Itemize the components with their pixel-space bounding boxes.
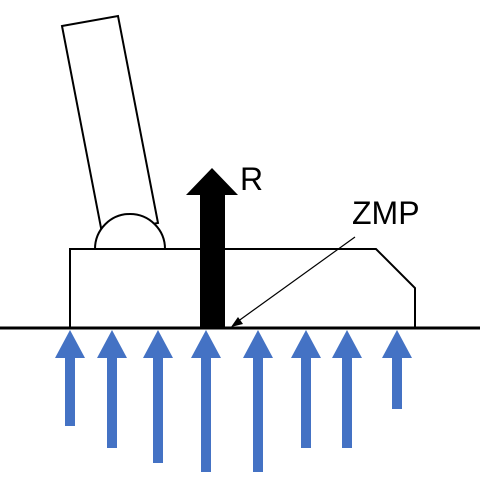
pressure-arrow (332, 330, 362, 448)
reaction-force-label: R (240, 161, 263, 197)
reaction-force-arrow (186, 168, 238, 328)
pressure-arrow (97, 330, 127, 448)
pressure-arrow (291, 330, 321, 448)
pressure-arrow (55, 330, 85, 426)
pressure-arrow (243, 330, 273, 472)
foot-sole (69, 248, 416, 329)
pressure-arrow (382, 330, 412, 409)
reaction-force-shaft (200, 193, 225, 328)
zmp-label: ZMP (352, 195, 420, 231)
leg-segment (60, 14, 160, 235)
pressure-arrow (143, 330, 173, 463)
ankle-joint (93, 213, 167, 250)
zmp-pointer-line (236, 236, 356, 323)
zmp-pointer-head (231, 317, 243, 327)
pressure-arrow (191, 330, 221, 472)
reaction-force-head (186, 168, 238, 195)
pressure-arrows (55, 330, 412, 472)
